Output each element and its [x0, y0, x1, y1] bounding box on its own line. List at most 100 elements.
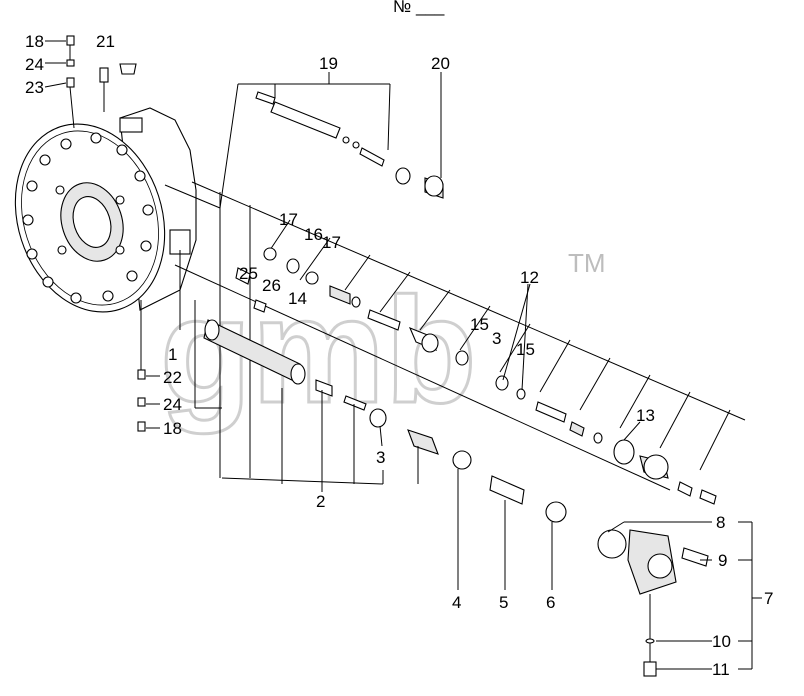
bottom-plugs [137, 300, 160, 432]
plug-24b [137, 397, 146, 407]
plug-18b [137, 421, 146, 432]
plug-22 [137, 369, 146, 380]
leader [387, 83, 391, 151]
callout-17-a: 17 [279, 210, 298, 229]
callout-6: 6 [546, 593, 555, 612]
callout-8: 8 [716, 513, 725, 532]
plug-11 [643, 661, 657, 677]
callout-17-b: 17 [322, 233, 341, 252]
callout-18-top: 18 [25, 32, 44, 51]
callout-3-a: 3 [492, 329, 501, 348]
spool-upper [367, 309, 401, 331]
header-mark: № ___ [393, 0, 445, 16]
seal-13 [613, 439, 635, 465]
spool-tip [255, 91, 276, 105]
cap-upper-face [643, 454, 669, 480]
top-plugs [44, 35, 137, 129]
callout-12: 12 [520, 268, 539, 287]
seal-3 [369, 408, 387, 428]
leader [269, 219, 291, 251]
leader [607, 521, 625, 533]
leader [344, 254, 371, 291]
oring-17a [263, 247, 277, 261]
bolt-hole [26, 248, 38, 260]
callout-3-b: 3 [376, 448, 385, 467]
ball [352, 141, 360, 149]
leader [299, 237, 331, 281]
bolt-hole [102, 290, 114, 302]
upper-valve-assembly [164, 72, 444, 209]
bolt-hole [42, 276, 54, 288]
washer-10 [645, 638, 655, 644]
screw-upper [699, 489, 717, 505]
seal-ring-19 [395, 167, 411, 185]
spring-2 [343, 395, 367, 411]
part-16 [286, 258, 300, 274]
callout-20: 20 [431, 54, 450, 73]
ring-15a [455, 350, 469, 366]
spring-19 [359, 147, 385, 167]
sleeve-upper-face [421, 333, 439, 353]
upper-row-parts [263, 247, 717, 505]
leader [521, 283, 529, 391]
axis-line [191, 181, 746, 421]
flange-bolt-holes [22, 132, 154, 304]
plug-lower [407, 429, 439, 455]
bolt-hole [115, 195, 125, 205]
leader [419, 289, 451, 331]
ring-12 [495, 375, 509, 391]
plug-18 [66, 35, 75, 46]
cover-7-port [647, 553, 673, 579]
leader [699, 409, 731, 471]
plug-20-face [424, 175, 444, 197]
flange-rim [21, 130, 159, 306]
bolt-hole [39, 154, 51, 166]
callout-9: 9 [718, 551, 727, 570]
ball-15b [516, 388, 526, 400]
leader [659, 391, 691, 449]
part-14-ring [351, 296, 361, 308]
bolt-hole [60, 138, 72, 150]
bolt-hole [126, 270, 138, 282]
callout-2: 2 [316, 492, 325, 511]
sleeve-2 [315, 379, 333, 397]
callout-16: 16 [304, 225, 323, 244]
callout-25: 25 [239, 264, 258, 283]
part-26 [253, 299, 267, 313]
plug-21 [99, 67, 109, 83]
bolt-hole [57, 245, 67, 255]
leader [221, 477, 384, 485]
callout-21: 21 [96, 32, 115, 51]
leader [44, 82, 67, 88]
callout-13: 13 [636, 406, 655, 425]
bolt-hole [70, 292, 82, 304]
lower-row-parts [203, 267, 709, 677]
leader [219, 83, 239, 209]
callout-15-b: 15 [516, 340, 535, 359]
callout-leaders [221, 283, 762, 670]
nut-upper [677, 481, 693, 497]
bolt-hole [116, 144, 128, 156]
callout-5: 5 [499, 593, 508, 612]
bolt-hole [26, 180, 38, 192]
spring-5 [489, 475, 525, 505]
callout-24-bottom: 24 [163, 395, 182, 414]
leader [164, 184, 221, 209]
plug-23 [66, 77, 75, 88]
bolt-9 [681, 547, 709, 567]
main-spool-end2 [290, 363, 306, 385]
callout-26: 26 [262, 276, 281, 295]
flange-shaft-hole [72, 196, 112, 248]
leader [379, 271, 411, 313]
retainer-upper [569, 421, 585, 437]
callout-19: 19 [319, 54, 338, 73]
bolt-hole [22, 214, 34, 226]
seal-8 [597, 529, 627, 559]
leader [379, 425, 383, 447]
spring-upper [535, 401, 567, 423]
callout-7: 7 [764, 589, 773, 608]
callout-1: 1 [168, 345, 177, 364]
leader [619, 374, 651, 429]
